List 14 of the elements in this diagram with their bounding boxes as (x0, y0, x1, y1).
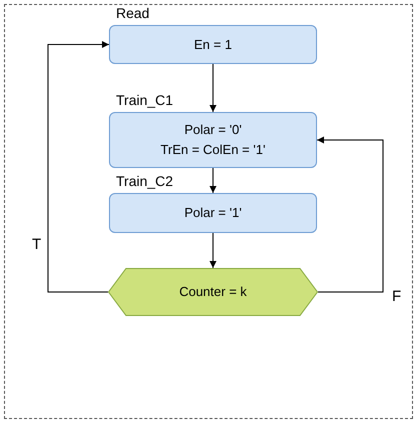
state-heading: Train_C2 (116, 173, 174, 189)
state-heading: Read (116, 5, 150, 21)
arrow (210, 168, 216, 194)
state-heading: Train_C1 (116, 92, 174, 108)
node-text: Polar = '1' (184, 204, 242, 222)
arrow (316, 136, 384, 292)
node-text: En = 1 (194, 36, 232, 54)
arrow (48, 41, 110, 292)
node-text: Polar = '0' (184, 121, 242, 139)
decision-hexagon (108, 268, 318, 316)
arrow (210, 64, 216, 112)
arrow (210, 232, 216, 268)
node-text: Counter = k (179, 283, 247, 301)
node-text: TrEn = ColEn = '1' (160, 141, 266, 159)
